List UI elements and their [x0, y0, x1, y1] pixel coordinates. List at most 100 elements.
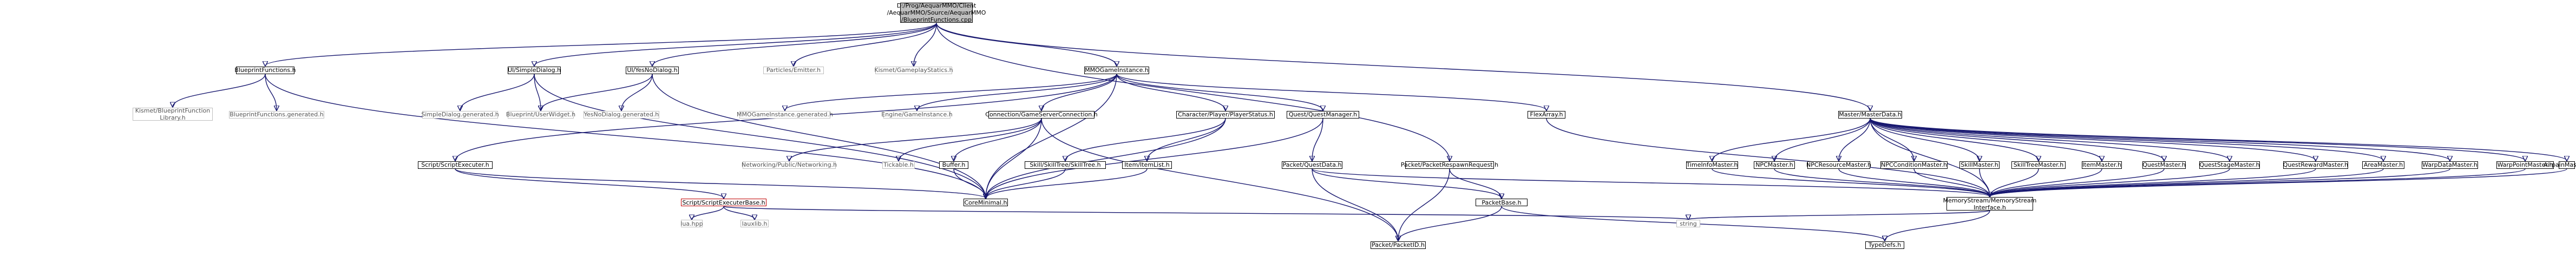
edge-quest-master-h-to-memory-stream-memory-stream-interface-h [1990, 168, 2165, 196]
edge-area-master-h-to-memory-stream-memory-stream-interface-h [1990, 168, 2384, 196]
graph-node-type-defs-h[interactable]: TypeDefs.h [1865, 241, 1904, 249]
edge-root-to-mmo-game-instance-h [936, 23, 1117, 65]
edge-quest-reward-master-h-to-memory-stream-memory-stream-interface-h [1990, 168, 2316, 196]
graph-node-engine-game-instance-h: Engine/GameInstance.h [881, 110, 953, 119]
graph-node-label: Character/Player/PlayerStatus.h [1178, 111, 1273, 119]
graph-node-packet-packet-id-h[interactable]: Packet/PacketID.h [1371, 241, 1426, 249]
graph-node-label: Engine/GameInstance.h [881, 111, 953, 119]
edge-master-master-data-h-to-airpain-master-h [1870, 118, 2567, 161]
edge-blueprint-functions-h-to-kismet-blueprint-function-library-h [173, 74, 266, 107]
edge-blueprint-functions-h-to-core-minimal-h [265, 74, 986, 199]
graph-node-label: string [1680, 220, 1697, 227]
graph-node-npc-resource-master-h[interactable]: NPCResourceMaster.h [1806, 161, 1871, 169]
edge-ui-simple-dialog-h-to-simple-dialog-generated-h [460, 74, 535, 110]
graph-node-skill-master-h[interactable]: SkillMaster.h [1959, 161, 2000, 169]
edge-master-master-data-h-to-quest-master-h [1870, 118, 2164, 161]
edge-npc-resource-master-h-to-memory-stream-memory-stream-interface-h [1838, 168, 1990, 196]
graph-node-label: Packet/PacketRespawnRequest.h [1400, 161, 1499, 169]
graph-node-script-script-executer-base-h[interactable]: Script/ScriptExecuterBase.h [681, 199, 766, 207]
edge-mmo-game-instance-h-to-core-minimal-h [986, 74, 1117, 199]
graph-node-item-item-list-h[interactable]: Item/ItemList.h [1122, 161, 1172, 169]
graph-node-label: D:/Prog/AequarMMO/Client /AequarMMO/Sour… [887, 2, 986, 24]
graph-node-particles-emitter-h: Particles/Emitter.h [763, 66, 824, 74]
graph-node-label: Item/ItemList.h [1124, 161, 1170, 169]
graph-node-label: lauxlib.h [742, 220, 768, 227]
graph-node-kismet-blueprint-function-library-h: Kismet/BlueprintFunction Library.h [133, 107, 213, 121]
graph-node-packet-packet-respawn-request-h[interactable]: Packet/PacketRespawnRequest.h [1401, 161, 1498, 169]
edge-master-master-data-h-to-warp-data-master-h [1870, 118, 2450, 161]
edge-character-player-player-status-h-to-skill-skill-tree-skill-tree-h [1065, 118, 1226, 161]
graph-node-label: Kismet/GameplayStatics.h [874, 67, 953, 74]
graph-node-area-master-h[interactable]: AreaMaster.h [2362, 161, 2404, 169]
edge-packet-quest-data-h-to-packet-packet-id-h [1312, 168, 1398, 241]
edge-connection-game-server-connection-h-to-core-minimal-h [986, 118, 1042, 199]
graph-node-label: MMOGameInstance.h [1085, 67, 1149, 74]
graph-node-memory-stream-memory-stream-interface-h[interactable]: MemoryStream/MemoryStream Interface.h [1943, 197, 2037, 211]
edge-master-master-data-h-to-npc-condition-master-h [1870, 118, 1914, 161]
graph-node-label: AreaMaster.h [2363, 161, 2403, 169]
graph-node-label: BlueprintFunctions.h [234, 67, 296, 74]
edge-character-player-player-status-h-to-core-minimal-h [986, 118, 1226, 199]
edge-quest-quest-manager-h-to-core-minimal-h [986, 118, 1323, 199]
edge-root-to-master-master-data-h [936, 23, 1870, 110]
graph-node-label: AirpainMaster.h [2544, 161, 2576, 169]
graph-node-label: WarpPointMaster.h [2497, 161, 2553, 169]
graph-node-npc-master-h[interactable]: NPCMaster.h [1754, 161, 1795, 169]
graph-node-blueprint-functions-h[interactable]: BlueprintFunctions.h [234, 66, 296, 74]
graph-node-packet-quest-data-h[interactable]: Packet/QuestData.h [1282, 161, 1342, 169]
graph-node-label: MemoryStream/MemoryStream Interface.h [1943, 196, 2037, 211]
graph-node-connection-game-server-connection-h[interactable]: Connection/GameServerConnection.h [985, 110, 1098, 119]
graph-node-label: lua.hpp [680, 220, 703, 227]
graph-node-blueprint-user-widget-h: Blueprint/UserWidget.h [506, 110, 576, 119]
edge-warp-point-master-h-to-memory-stream-memory-stream-interface-h [1990, 168, 2526, 196]
graph-node-quest-stage-master-h[interactable]: QuestStageMaster.h [2199, 161, 2260, 169]
edge-connection-game-server-connection-h-to-buffer-h [954, 118, 1042, 161]
graph-node-npc-condition-master-h[interactable]: NPCConditionMaster.h [1880, 161, 1948, 169]
graph-node-master-master-data-h[interactable]: Master/MasterData.h [1838, 110, 1902, 119]
graph-node-tickable-h: Tickable.h [882, 161, 915, 169]
graph-node-warp-data-master-h[interactable]: WarpDataMaster.h [2422, 161, 2478, 169]
graph-node-ui-simple-dialog-h[interactable]: UI/SimpleDialog.h [508, 66, 561, 74]
edge-blueprint-functions-h-to-blueprint-functions-generated-h [265, 74, 277, 110]
edge-quest-quest-manager-h-to-packet-quest-data-h [1312, 118, 1323, 161]
graph-node-skill-tree-master-h[interactable]: SkillTreeMaster.h [2011, 161, 2066, 169]
edge-master-master-data-h-to-quest-stage-master-h [1870, 118, 2230, 161]
edge-airpain-master-h-to-memory-stream-memory-stream-interface-h [1990, 168, 2567, 196]
edge-packet-quest-data-h-to-packet-packet-base-h [1312, 168, 1502, 199]
graph-node-quest-master-h[interactable]: QuestMaster.h [2142, 161, 2186, 169]
edge-mmo-game-instance-h-to-character-player-player-status-h [1116, 74, 1225, 110]
graph-node-quest-quest-manager-h[interactable]: Quest/QuestManager.h [1287, 110, 1359, 119]
edge-item-item-list-h-to-core-minimal-h [986, 168, 1148, 199]
graph-node-item-master-h[interactable]: ItemMaster.h [2082, 161, 2122, 169]
graph-node-label: Blueprint/UserWidget.h [506, 111, 576, 119]
graph-node-packet-packet-base-h[interactable]: PacketBase.h [1476, 199, 1528, 207]
graph-node-label: SimpleDialog.generated.h [421, 111, 499, 119]
graph-node-core-minimal-h[interactable]: CoreMinimal.h [963, 199, 1008, 207]
graph-node-skill-skill-tree-skill-tree-h[interactable]: Skill/SkillTree/SkillTree.h [1025, 161, 1106, 169]
graph-node-warp-point-master-h[interactable]: WarpPointMaster.h [2496, 161, 2554, 169]
graph-node-script-script-executer-h[interactable]: Script/ScriptExecuter.h [418, 161, 493, 169]
edge-warp-data-master-h-to-memory-stream-memory-stream-interface-h [1990, 168, 2450, 196]
edge-master-master-data-h-to-quest-reward-master-h [1870, 118, 2316, 161]
graph-node-mmo-game-instance-h[interactable]: MMOGameInstance.h [1084, 66, 1149, 74]
graph-node-flex-array-h[interactable]: FlexArray.h [1528, 110, 1565, 119]
edge-root-to-kismet-gameplay-statics-h [914, 23, 937, 65]
graph-node-label: NPCMaster.h [1755, 161, 1793, 169]
graph-node-airpain-master-h[interactable]: AirpainMaster.h [2544, 161, 2576, 169]
edge-npc-master-h-to-memory-stream-memory-stream-interface-h [1774, 168, 1990, 196]
graph-node-quest-reward-master-h[interactable]: QuestRewardMaster.h [2283, 161, 2348, 169]
graph-node-mmo-game-instance-generated-h: MMOGameInstance.generated.h [737, 110, 833, 119]
graph-node-root[interactable]: D:/Prog/AequarMMO/Client /AequarMMO/Sour… [887, 2, 986, 23]
graph-node-character-player-player-status-h[interactable]: Character/Player/PlayerStatus.h [1176, 110, 1275, 119]
graph-node-label: SkillMaster.h [1961, 161, 1998, 169]
graph-node-timeinfo-master-h[interactable]: TimeInfoMaster.h [1686, 161, 1738, 169]
edge-mmo-game-instance-h-to-connection-game-server-connection-h [1041, 74, 1117, 110]
edge-character-player-player-status-h-to-item-item-list-h [1147, 118, 1226, 161]
graph-node-label: Quest/QuestManager.h [1288, 111, 1358, 119]
edge-memory-stream-memory-stream-interface-h-to-type-defs-h [1885, 210, 1990, 241]
edge-mmo-game-instance-h-to-flex-array-h [1116, 74, 1546, 110]
graph-node-ui-yesno-dialog-h[interactable]: UI/YesNoDialog.h [626, 66, 679, 74]
graph-node-label: BlueprintFunctions.generated.h [230, 111, 324, 119]
graph-node-lauxlib-h: lauxlib.h [740, 220, 769, 228]
graph-node-buffer-h[interactable]: Buffer.h [939, 161, 968, 169]
